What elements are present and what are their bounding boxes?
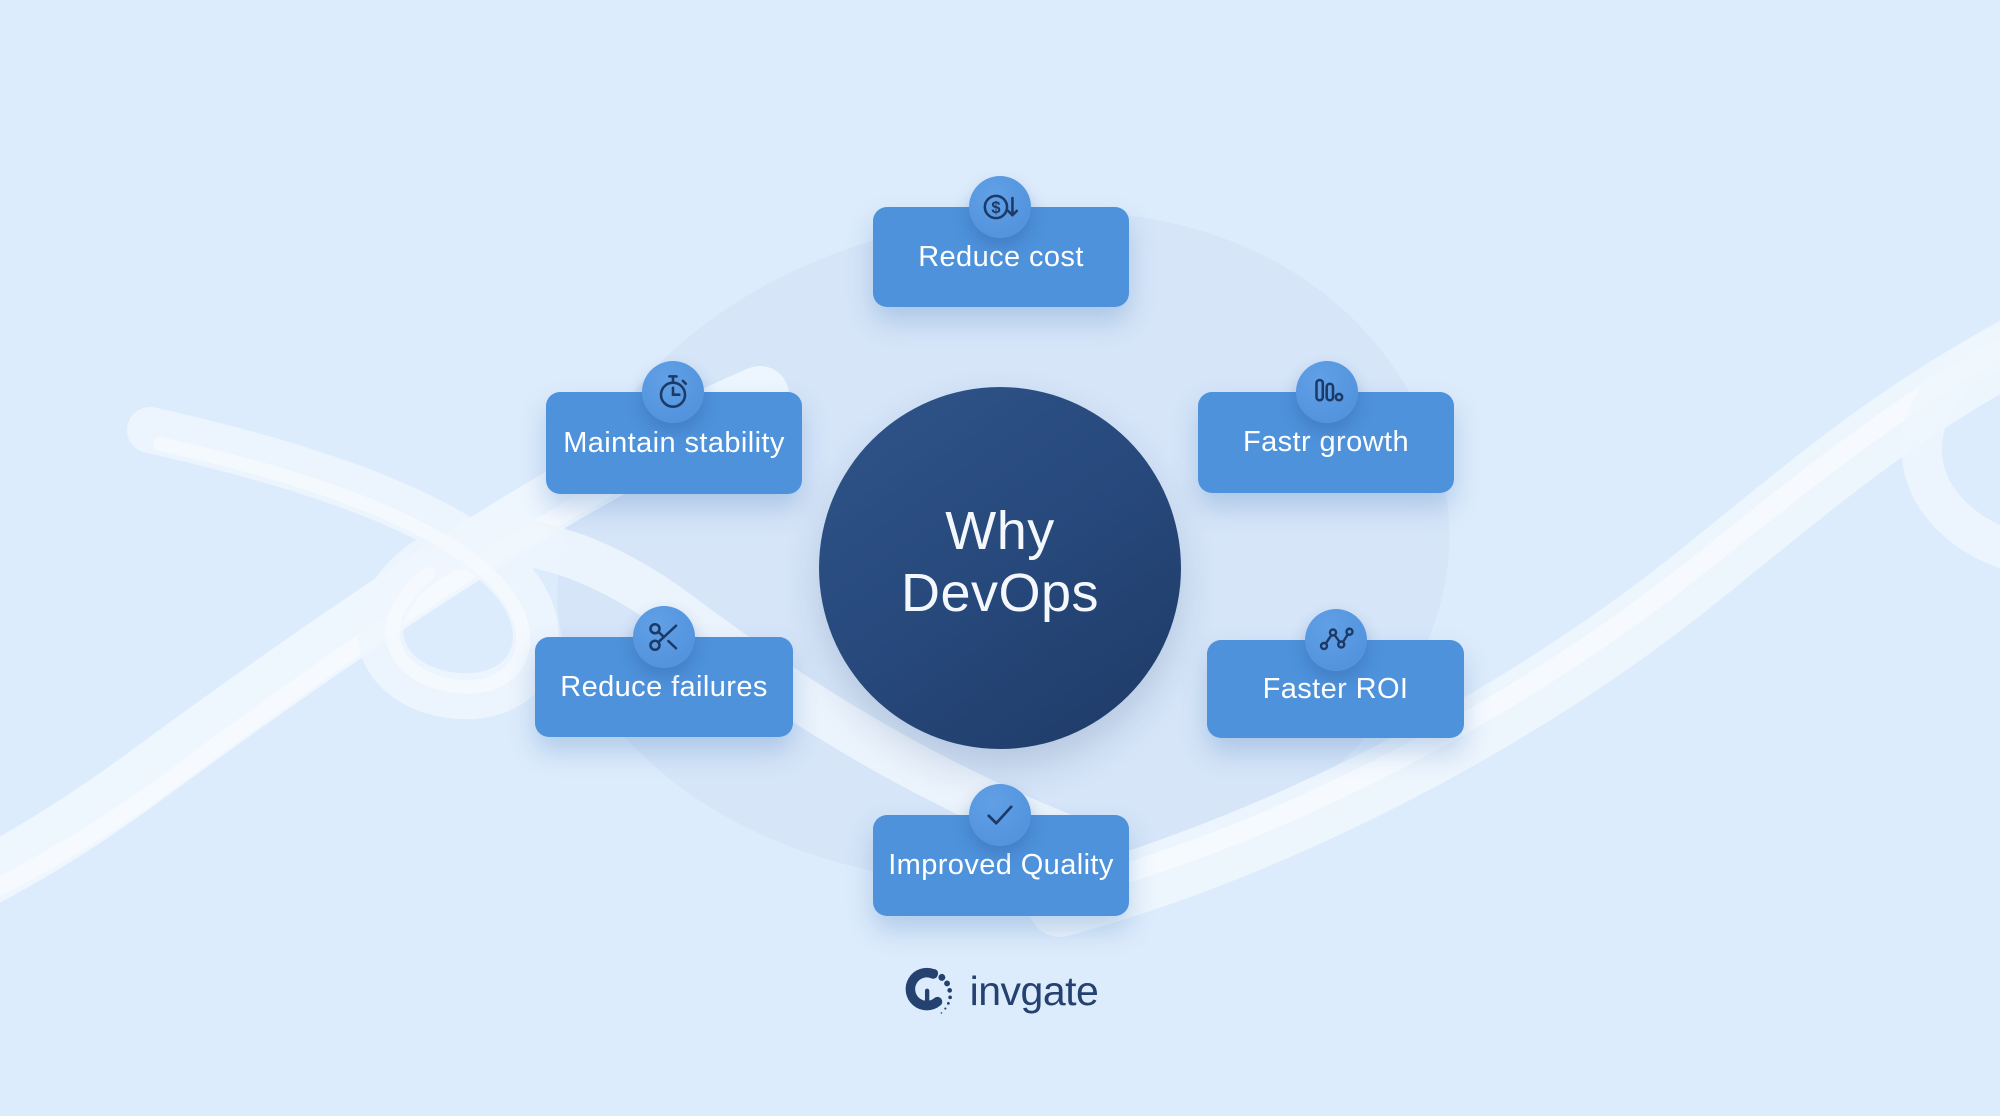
icon-circle-fastr-growth (1296, 361, 1358, 423)
card-label: Maintain stability (563, 426, 785, 459)
card-label: Fastr growth (1243, 426, 1409, 458)
icon-circle-improved-quality (969, 784, 1031, 846)
card-reduce-cost: Reduce cost (873, 207, 1129, 307)
icon-circle-maintain-stability (642, 361, 704, 423)
svg-text:$: $ (991, 199, 1000, 217)
icon-circle-reduce-cost: $ (969, 176, 1031, 238)
scissors-icon (649, 622, 678, 652)
card-label: Reduce failures (560, 670, 768, 703)
card-label: Improved Quality (888, 849, 1114, 881)
line-chart-icon (1319, 627, 1354, 651)
icon-circle-faster-roi (1305, 609, 1367, 671)
title-line-2: DevOps (900, 563, 1100, 623)
check-icon (987, 805, 1013, 825)
center-circle: Why DevOps (819, 387, 1181, 749)
title-line-1: Why (945, 501, 1055, 561)
stopwatch-icon (659, 375, 688, 408)
icon-circle-reduce-failures (633, 606, 695, 668)
invgate-logo-mark (905, 967, 952, 1014)
bar-chart-icon (1315, 378, 1344, 402)
card-label: Faster ROI (1262, 672, 1409, 705)
card-label: Reduce cost (918, 240, 1084, 273)
card-improved-quality: Improved Quality (873, 815, 1129, 916)
invgate-logo: invgate (0, 958, 2000, 1028)
invgate-logo-text: invgate (969, 967, 1099, 1014)
dollar-down-icon: $ (983, 194, 1018, 220)
